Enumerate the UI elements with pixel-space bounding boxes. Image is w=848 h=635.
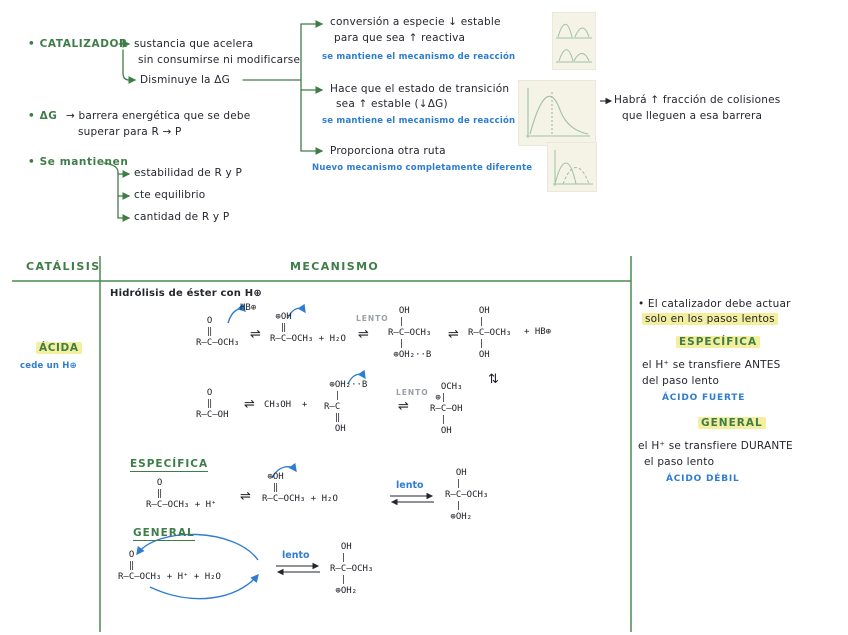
row1-hb-label: HB⊕ <box>240 303 257 313</box>
catalizador-sub: Disminuye la ΔG <box>140 74 230 86</box>
general-label: GENERAL <box>133 527 195 541</box>
equilibrium-arrow-5: ⇌ <box>398 399 409 414</box>
equilibrium-arrow-3: ⇌ <box>448 327 459 342</box>
row1-diol-structure: OH | R–C–OCH₃ | OH <box>468 306 512 360</box>
general-product-structure: OH | R–C–OCH₃ | ⊕OH₂ <box>330 542 374 596</box>
table-header-catalisis: CATÁLISIS <box>26 260 101 273</box>
acida-note: cede un H⊕ <box>20 361 77 371</box>
row2-methanol: CH₃OH + <box>264 400 308 410</box>
branch3-note: Nuevo mecanismo completamente diferente <box>312 163 533 173</box>
row1-plus-hb: + HB⊕ <box>524 327 552 337</box>
energy-diagram-thumbnail-3 <box>547 142 597 192</box>
sidebar-acido-debil: ÁCIDO DÉBIL <box>666 474 740 484</box>
vertical-equilibrium-arrow: ⇅ <box>488 372 499 387</box>
sidebar-especifica-line2: del paso lento <box>642 375 720 387</box>
sidebar-general-line1: el H⁺ se transfiere DURANTE <box>638 440 793 452</box>
sidebar-general-line2: el paso lento <box>644 456 715 468</box>
branch2-line1: Hace que el estado de transición <box>330 83 510 95</box>
catalizador-def-line1: sustancia que acelera <box>134 38 254 50</box>
row1-protonated-structure: ⊕OH ‖ R–C–OCH₃ + H₂O <box>270 312 346 344</box>
sidebar-acido-fuerte: ÁCIDO FUERTE <box>662 393 746 403</box>
general-lento-label: lento <box>282 550 310 561</box>
energy-diagram-thumbnail-2 <box>518 80 596 146</box>
catalizador-term: • CATALIZADOR <box>28 38 128 50</box>
row2-protonated-ether-structure: OCH₃ ⊕| R–C–OH | OH <box>430 382 463 436</box>
row1-ester-structure: O ‖ R–C–OCH₃ <box>196 316 240 348</box>
delta-g-term: • ΔG <box>28 110 58 122</box>
se-mantienen-item-2: cte equilibrio <box>134 189 206 201</box>
branch1-note: se mantiene el mecanismo de reacción <box>322 52 516 62</box>
especifica-label: ESPECÍFICA <box>130 458 209 472</box>
row1-tetrahedral-structure: OH | R–C–OCH₃ | ⊕OH₂··B <box>388 306 432 360</box>
table-header-mecanismo: MECANISMO <box>290 260 380 273</box>
se-mantienen-item-1: estabilidad de R y P <box>134 167 242 179</box>
sidebar-general-label: GENERAL <box>698 417 766 429</box>
acida-label: ÁCIDA <box>36 342 82 354</box>
energy-diagram-thumbnail-1 <box>552 12 596 70</box>
especifica-reactant-structure: O ‖ R–C–OCH₃ + H⁺ <box>146 478 217 510</box>
delta-g-text-line1: → barrera energética que se debe <box>66 110 251 122</box>
equilibrium-arrow-2: ⇌ <box>358 327 369 342</box>
equilibrium-arrow-4: ⇌ <box>244 397 255 412</box>
branch1-line1: conversión a especie ↓ estable <box>330 16 501 28</box>
sidebar-especifica-label: ESPECÍFICA <box>676 336 761 348</box>
row2-acid-structure: O ‖ R–C–OH <box>196 388 229 420</box>
equilibrium-arrow-6: ⇌ <box>240 489 251 504</box>
catalizador-def-line2: sin consumirse ni modificarse <box>138 54 301 66</box>
sidebar-especifica-line1: el H⁺ se transfiere ANTES <box>642 359 781 371</box>
general-reactant-structure: O ‖ R–C–OCH₃ + H⁺ + H₂O <box>118 550 221 582</box>
especifica-lento-label: lento <box>396 480 424 491</box>
delta-g-text-line2: superar para R → P <box>78 126 182 138</box>
especifica-protonated-structure: ⊕OH ‖ R–C–OCH₃ + H₂O <box>262 472 338 504</box>
collisions-line2: que lleguen a esa barrera <box>622 110 763 122</box>
especifica-product-structure: OH | R–C–OCH₃ | ⊕OH₂ <box>445 468 489 522</box>
row2-oxocarbenium-structure: ⊕OH₂··B | R–C ‖ OH <box>324 380 368 434</box>
equilibrium-arrow-1: ⇌ <box>250 327 261 342</box>
branch1-line2: para que sea ↑ reactiva <box>334 32 466 44</box>
mechanism-title: Hidrólisis de éster con H⊕ <box>110 288 262 299</box>
se-mantienen-term: • Se mantienen <box>28 156 129 168</box>
collisions-line1: Habrá ↑ fracción de colisiones <box>614 94 781 106</box>
branch2-line2: sea ↑ estable (↓ΔG) <box>336 98 448 110</box>
se-mantienen-item-3: cantidad de R y P <box>134 211 230 223</box>
row2-lento-label: LENTO <box>396 388 429 397</box>
sidebar-note-line2: solo en los pasos lentos <box>642 313 778 325</box>
sidebar-note-line1: • El catalizador debe actuar <box>638 298 791 310</box>
row1-lento-label: LENTO <box>356 314 389 323</box>
branch3-line1: Proporciona otra ruta <box>330 145 446 157</box>
branch2-note: se mantiene el mecanismo de reacción <box>322 116 516 126</box>
